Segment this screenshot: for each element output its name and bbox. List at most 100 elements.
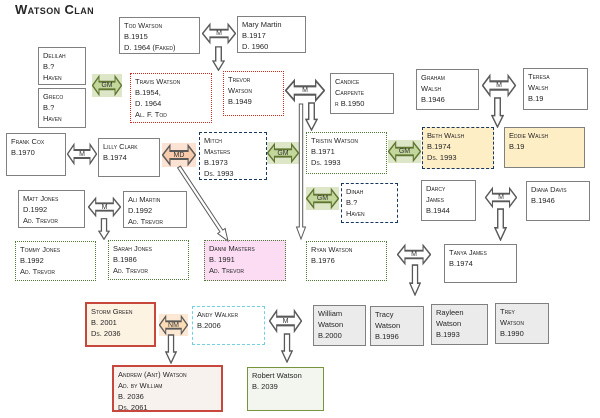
double-arrow-icon: [397, 243, 431, 266]
person-name: Mary Martin: [242, 20, 282, 29]
person-name: Diana Davis: [531, 185, 567, 194]
person-box-tracy-watson: Tracy Watson B.1996: [370, 306, 424, 346]
person-name: Graham: [421, 73, 445, 82]
person-box-darcy-james: Darcy James B.1944: [421, 180, 476, 221]
person-name: Eddie Walsh: [509, 131, 549, 140]
line-arrow-trevor-candice-to-ryan: [295, 103, 307, 241]
person-detail: Watson: [436, 319, 462, 328]
person-detail: B.1993: [436, 330, 460, 339]
descent-arrow-to-watson-children: [409, 264, 421, 296]
person-box-greco: Greco B.? Haven: [38, 88, 86, 128]
person-detail: B. 2001: [91, 318, 117, 327]
person-name: Travis Watson: [135, 77, 181, 86]
person-box-ryan-watson: Ryan Watson B.1976: [306, 241, 387, 281]
person-detail: B.1971: [311, 147, 335, 156]
arrow-label: M: [216, 30, 222, 37]
person-name: Storm Green: [91, 307, 133, 316]
person-box-lilly-clark: Lilly Clark B.1974: [98, 138, 160, 177]
person-detail: B.1974: [103, 153, 127, 162]
person-box-eddie-walsh: Eddie Walsh B.19: [504, 127, 585, 168]
double-arrow-icon: [92, 74, 122, 97]
person-detail: Al. F. Tod: [135, 110, 167, 119]
person-detail: Ad. Trevor: [209, 266, 245, 275]
marriage-arrow-matt-ali: M: [88, 196, 121, 218]
person-detail: Ad. by William: [118, 381, 163, 390]
person-box-mary-martin: Mary Martin B.1917 D. 1960: [237, 16, 306, 53]
arrow-label: GM: [316, 195, 329, 202]
arrow-label: M: [411, 251, 417, 258]
descent-arrow-to-tommy-sarah: [98, 218, 110, 240]
person-detail: B.1974: [449, 259, 473, 268]
person-name: Tanya James: [449, 248, 487, 257]
diagram-title: Watson Clan: [15, 2, 94, 17]
person-name: Ali Martin: [128, 195, 161, 204]
gm-arrow-tristin-beth: GM: [388, 140, 421, 163]
person-name: Trey: [500, 307, 515, 316]
person-box-frank-cox: Frank Cox B.1970: [6, 133, 66, 176]
arrow-label: MD: [173, 151, 185, 159]
marriage-arrow-darcy-diana: M: [485, 186, 517, 209]
person-detail: Watson: [375, 321, 401, 330]
person-detail: B.2006: [197, 321, 221, 330]
line-arrow-md-to-danni: [176, 165, 229, 243]
marriage-arrow-trevor-candice: M: [285, 78, 325, 103]
person-detail: B.?: [43, 103, 55, 112]
person-box-william-watson: William Watson B.2000: [313, 305, 366, 346]
person-box-teresa-walsh: Teresa Walsh B.19: [523, 68, 588, 110]
person-box-dinah: Dinah B.? Haven: [341, 183, 398, 223]
person-detail: B.1976: [311, 256, 335, 265]
person-box-andy-walker: Andy Walker B.2006: [192, 306, 265, 345]
gm-arrow-tristin-dinah: GM: [306, 187, 339, 210]
arrow-label: M: [302, 87, 308, 94]
person-detail: B.?: [346, 198, 358, 207]
double-arrow-icon: [267, 142, 299, 164]
person-detail: B. 1991: [209, 255, 235, 264]
person-name: Beth Walsh: [427, 131, 465, 140]
person-detail: Ad. Trevor: [128, 217, 164, 226]
person-name: William: [318, 309, 343, 318]
descent-arrow-to-tanya: [494, 208, 507, 241]
descent-arrow-to-trevor: [212, 46, 225, 71]
person-detail: Ds. 2061: [118, 403, 148, 412]
person-detail: D. 1960: [242, 42, 269, 51]
person-box-storm-green: Storm Green B. 2001 Ds. 2036: [85, 302, 156, 347]
double-arrow-icon: [269, 308, 302, 334]
double-arrow-icon: [202, 22, 236, 45]
double-arrow-icon: [67, 142, 97, 166]
person-detail: Haven: [43, 114, 62, 123]
descent-arrow-to-andrew: [165, 334, 177, 364]
person-name: Danni Masters: [209, 244, 255, 253]
person-detail: Carpente: [335, 88, 365, 97]
person-detail: B.1915: [124, 32, 148, 41]
person-box-trey-watson: Trey Watson B.1990: [495, 303, 549, 344]
person-name: Sarah Jones: [113, 244, 152, 253]
person-name: Tristin Watson: [311, 136, 358, 145]
person-detail: B.1992: [20, 256, 44, 265]
person-detail: James: [426, 195, 444, 204]
double-arrow-icon: [159, 314, 188, 336]
person-name: Teresa: [528, 72, 550, 81]
arrow-label: M: [496, 82, 502, 89]
person-detail: B. 2039: [252, 382, 278, 391]
person-name: Mitch: [204, 136, 222, 145]
gm-arrow-greco-travis: GM: [92, 74, 122, 97]
person-name: Candice: [335, 77, 360, 86]
person-detail: B.1946: [421, 95, 445, 104]
person-detail: B.?: [43, 62, 55, 71]
person-box-tommy-jones: Tommy Jones B.1992 Ad. Trevor: [15, 241, 96, 281]
arrow-label: M: [498, 194, 504, 201]
person-box-graham-walsh: Graham Walsh B.1946: [416, 69, 479, 110]
person-detail: Haven: [43, 73, 62, 82]
person-detail: B.1973: [204, 158, 228, 167]
person-detail: D.1992: [128, 206, 153, 215]
person-detail: B.19: [509, 142, 525, 151]
person-box-matt-jones: Matt Jones D.1992 Ad. Trevor: [18, 190, 85, 228]
double-arrow-icon: [482, 73, 516, 98]
person-box-mitch-masters: Mitch Masters B.1973 Ds. 1993: [199, 132, 267, 180]
person-detail: B.1944: [426, 206, 450, 215]
person-detail: Ds. 1993: [427, 153, 457, 162]
person-box-rayleen-watson: Rayleen Watson B.1993: [431, 304, 488, 345]
person-detail: r B.1950: [335, 99, 365, 108]
person-detail: Ad. Trevor: [20, 267, 56, 276]
